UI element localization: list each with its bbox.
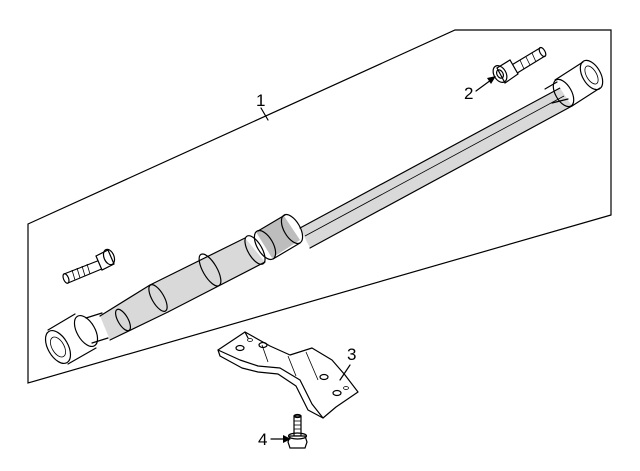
callout-3: 3 (339, 345, 356, 381)
driveshaft[interactable] (40, 57, 607, 368)
arrowhead-4 (283, 435, 291, 443)
center-support-bracket[interactable] (217, 331, 359, 419)
callout-label-3: 3 (347, 345, 356, 364)
center-bearing (253, 213, 304, 261)
flange-bolt[interactable] (490, 46, 547, 84)
callout-4: 4 (258, 430, 291, 449)
callout-label-2: 2 (464, 84, 473, 103)
rear-end-yoke (544, 59, 604, 108)
front-flange-bolt (62, 248, 116, 284)
callout-label-1: 1 (256, 91, 265, 110)
leader-line-1 (260, 107, 269, 121)
callout-1: 1 (256, 91, 269, 121)
bracket-bolt[interactable] (287, 413, 308, 449)
callout-label-4: 4 (258, 430, 267, 449)
callout-2: 2 (464, 76, 496, 103)
leader-line-2 (475, 79, 492, 92)
leader-line-3 (339, 364, 351, 381)
arrowhead-2 (487, 76, 496, 84)
front-end-yoke (44, 312, 109, 365)
